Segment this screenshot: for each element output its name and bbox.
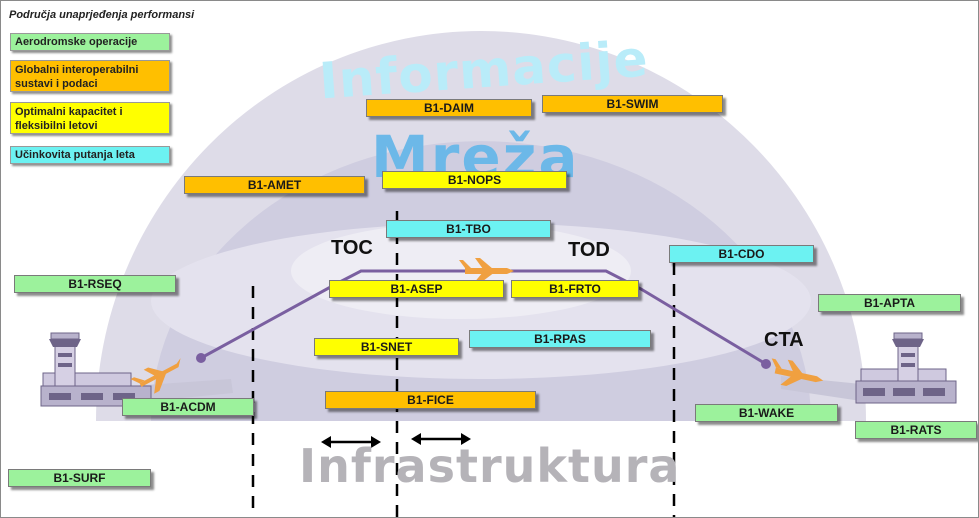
module-b1-fice: B1-FICE: [325, 391, 536, 409]
module-b1-snet: B1-SNET: [314, 338, 459, 356]
diagram-title: Područja unaprjeđenja performansi: [9, 9, 195, 21]
module-b1-wake: B1-WAKE: [695, 404, 838, 422]
phase-cta: CTA: [764, 329, 804, 351]
double-arrow-right: [411, 433, 471, 445]
phase-tod: TOD: [568, 239, 610, 261]
module-b1-rats: B1-RATS: [855, 421, 977, 439]
legend-interoperable-systems: Globalni interoperabilni sustavi i podac…: [10, 60, 170, 92]
legend-efficient-flight-path: Učinkovita putanja leta: [10, 146, 170, 164]
arrival-point: [761, 359, 771, 369]
module-b1-asep: B1-ASEP: [329, 280, 504, 298]
airplane-icon: [771, 358, 824, 387]
module-b1-cdo: B1-CDO: [669, 245, 814, 263]
arrival-airport-icon: [781, 332, 957, 404]
module-b1-amet: B1-AMET: [184, 176, 365, 194]
module-b1-rseq: B1-RSEQ: [14, 275, 176, 293]
module-b1-daim: B1-DAIM: [366, 99, 532, 117]
legend-airport-operations: Aerodromske operacije: [10, 33, 170, 51]
phase-toc: TOC: [331, 237, 373, 259]
module-b1-tbo: B1-TBO: [386, 220, 551, 238]
module-b1-surf: B1-SURF: [8, 469, 151, 487]
module-b1-acdm: B1-ACDM: [122, 398, 254, 416]
double-arrow-left: [321, 436, 381, 448]
departure-point: [196, 353, 206, 363]
module-b1-apta: B1-APTA: [818, 294, 961, 312]
module-b1-swim: B1-SWIM: [542, 95, 723, 113]
layer-label-infrastructure: Infrastruktura: [299, 439, 681, 493]
legend-optimal-capacity: Optimalni kapacitet i fleksibilni letovi: [10, 102, 170, 134]
module-b1-frto: B1-FRTO: [511, 280, 639, 298]
module-b1-nops: B1-NOPS: [382, 171, 567, 189]
airplane-icon: [130, 358, 181, 394]
module-b1-rpas: B1-RPAS: [469, 330, 651, 348]
